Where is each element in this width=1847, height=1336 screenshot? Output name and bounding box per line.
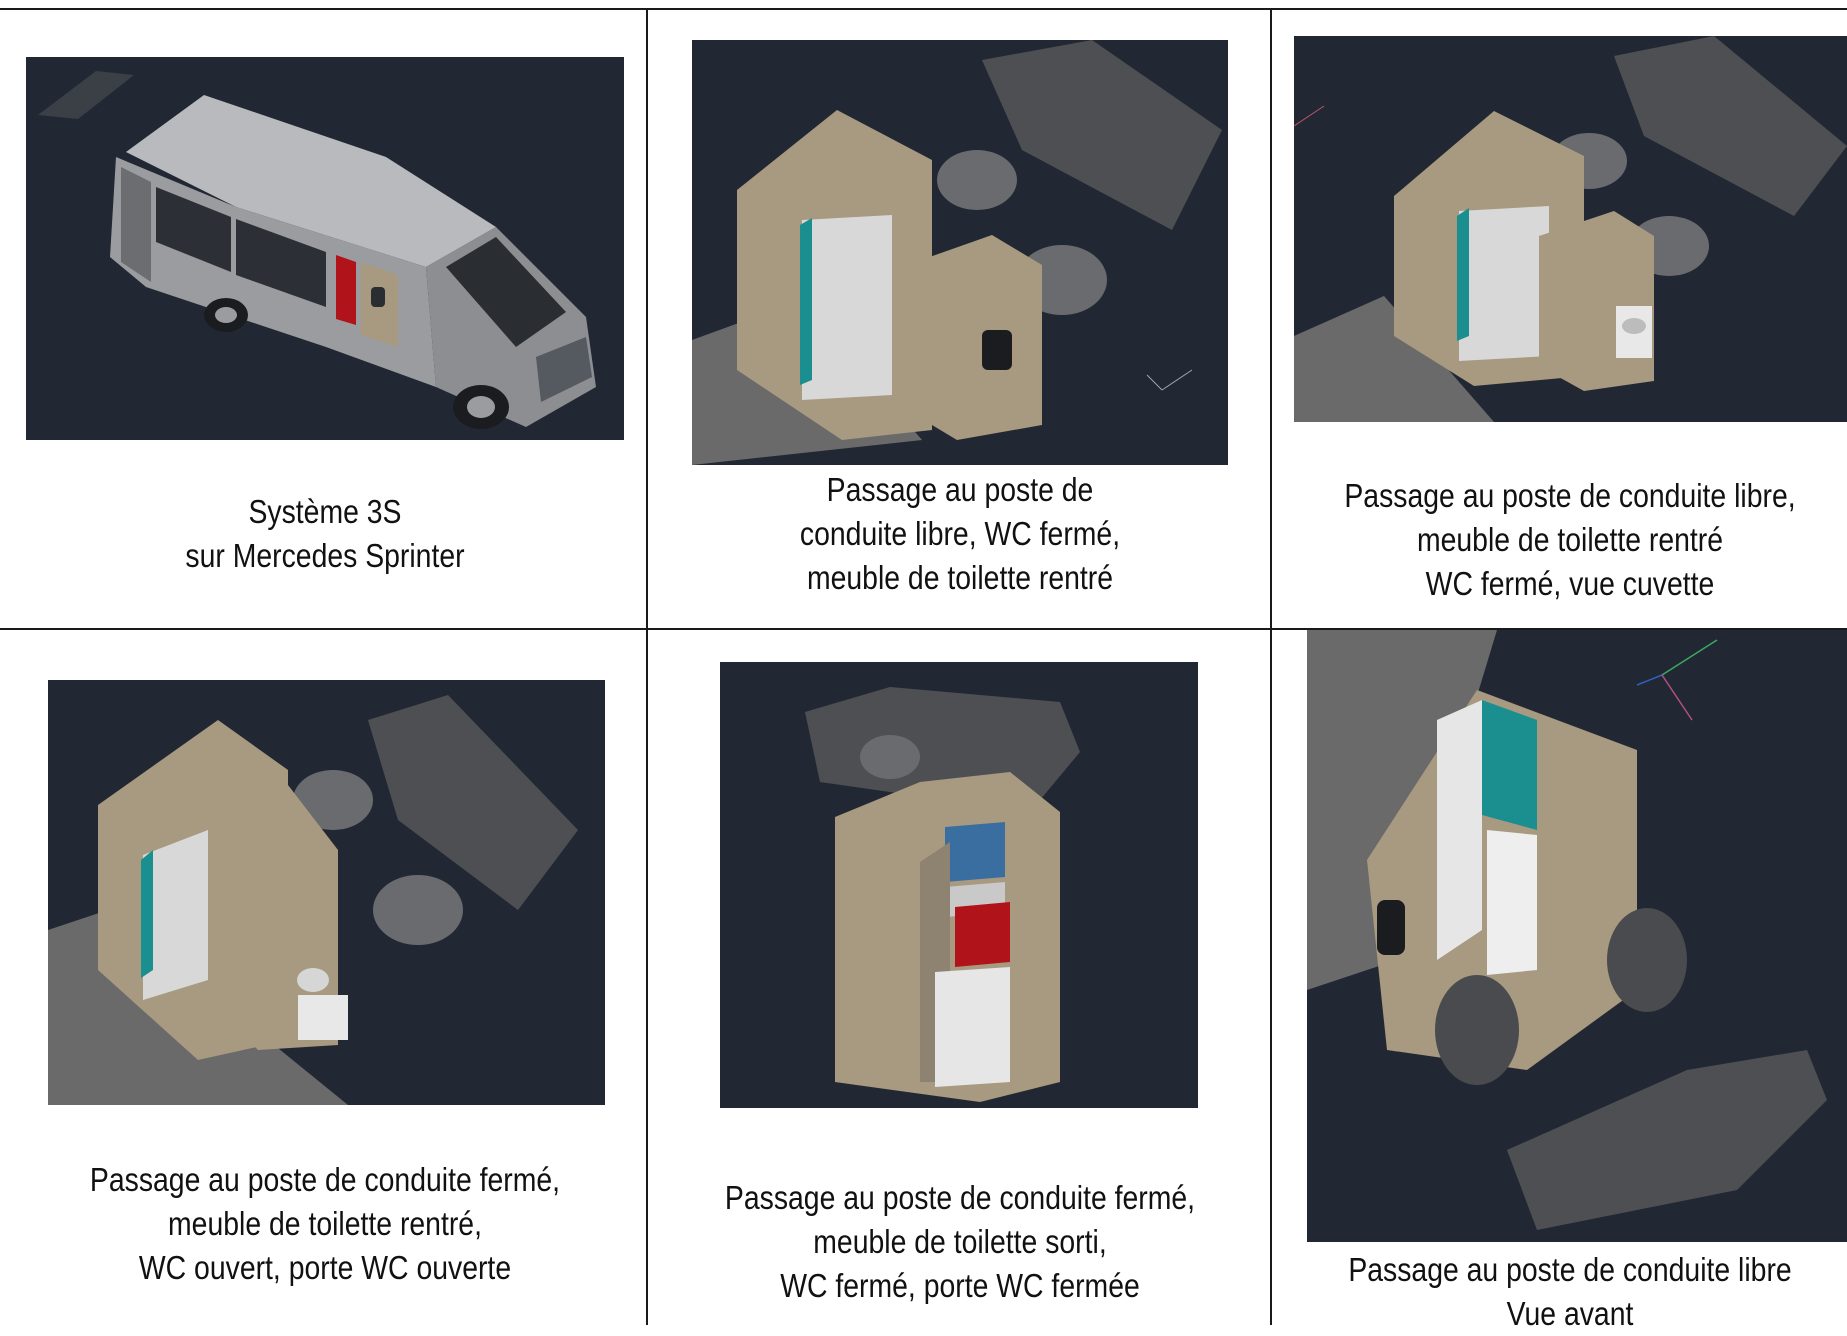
caption-passage-ferme-meuble-sorti: Passage au poste de conduite fermé, meub… (719, 1176, 1201, 1308)
caption-line: Passage au poste de conduite fermé, (724, 1179, 1196, 1216)
caption-line: Passage au poste de conduite fermé, (89, 1161, 561, 1198)
caption-line: Passage au poste de conduite libre (1348, 1251, 1792, 1288)
caption-line: Système 3S (248, 493, 402, 530)
interior-illustration (805, 687, 1080, 1102)
interior-illustration (1294, 36, 1847, 422)
caption-passage-libre-vue-avant: Passage au poste de conduite libre Vue a… (1338, 1248, 1802, 1336)
caption-line: WC fermé, porte WC fermée (780, 1267, 1140, 1304)
caption-line: meuble de toilette rentré, (168, 1205, 482, 1242)
caption-line: meuble de toilette rentré (1416, 521, 1724, 558)
render-passage-libre-vue-cuvette (1294, 36, 1847, 422)
render-passage-libre-vue-avant (1307, 630, 1847, 1242)
caption-line: Passage au poste de conduite libre, (1344, 477, 1796, 514)
render-passage-libre-wc-ferme (692, 40, 1228, 465)
caption-line: WC ouvert, porte WC ouverte (138, 1249, 512, 1286)
caption-line: meuble de toilette sorti, (813, 1223, 1107, 1260)
render-passage-ferme-meuble-sorti (720, 662, 1198, 1108)
caption-line: conduite libre, WC fermé, (799, 515, 1121, 552)
caption-line: meuble de toilette rentré (806, 559, 1114, 596)
table-border-top (0, 8, 1847, 10)
caption-line: sur Mercedes Sprinter (185, 537, 465, 574)
interior-illustration (48, 695, 578, 1105)
caption-sprinter-exterior: Système 3S sur Mercedes Sprinter (80, 490, 570, 578)
interior-illustration (692, 40, 1222, 465)
caption-line: Vue avant (1506, 1295, 1634, 1332)
table-column-divider-1 (646, 8, 648, 1325)
table-column-divider-2 (1270, 8, 1272, 1325)
caption-passage-libre-vue-cuvette: Passage au poste de conduite libre, meub… (1338, 474, 1802, 606)
van-illustration (38, 71, 596, 429)
caption-passage-libre-wc-ferme: Passage au poste de conduite libre, WC f… (719, 468, 1201, 600)
caption-passage-ferme-wc-ouvert: Passage au poste de conduite fermé, meub… (80, 1158, 570, 1290)
caption-line: WC fermé, vue cuvette (1425, 565, 1715, 602)
render-sprinter-exterior (26, 57, 624, 440)
caption-line: Passage au poste de (826, 471, 1094, 508)
interior-illustration (1307, 630, 1827, 1230)
table-row-divider (0, 628, 1847, 630)
render-passage-ferme-wc-ouvert (48, 680, 605, 1105)
